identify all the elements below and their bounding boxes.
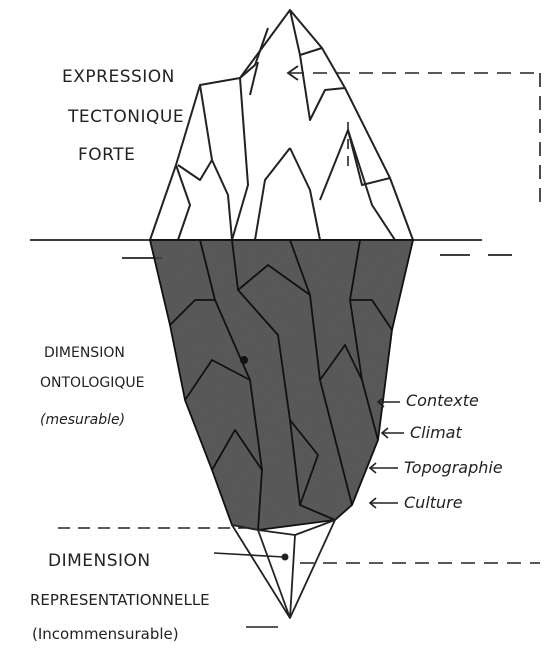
factor-label-contexte: Contexte	[406, 391, 479, 410]
label-middle-line-3: (mesurable)	[40, 412, 125, 428]
iceberg-above-water	[150, 10, 413, 240]
arrow-topographie	[370, 463, 398, 473]
label-middle-line-1: DIMENSION	[44, 345, 125, 361]
label-middle-line-2: ONTOLOGIQUE	[40, 375, 144, 391]
marker-dot-bottom	[282, 554, 289, 561]
label-bottom: DIMENSION REPRESENTATIONNELLE (Incommens…	[30, 551, 210, 643]
label-top: EXPRESSION TECTONIQUE FORTE	[62, 67, 184, 165]
label-top-line-1: EXPRESSION	[62, 67, 175, 87]
label-bottom-line-2: REPRESENTATIONNELLE	[30, 591, 210, 609]
factor-label-climat: Climat	[410, 423, 462, 442]
iceberg-submerged	[150, 240, 413, 530]
label-middle: DIMENSION ONTOLOGIQUE (mesurable)	[40, 345, 144, 428]
factor-label-topographie: Topographie	[404, 458, 503, 477]
label-bottom-line-3: (Incommensurable)	[32, 625, 179, 643]
dashed-leader-top	[290, 73, 540, 210]
factor-labels: Contexte Climat Topographie Culture	[404, 391, 503, 512]
label-top-line-2: TECTONIQUE	[67, 107, 184, 127]
arrow-contexte	[378, 397, 400, 407]
arrow-culture	[370, 498, 398, 508]
factor-label-culture: Culture	[404, 493, 463, 512]
iceberg-lower-point	[232, 520, 335, 618]
arrow-climat	[382, 428, 404, 438]
marker-dot-middle	[240, 356, 248, 364]
label-bottom-line-1: DIMENSION	[48, 551, 151, 571]
label-top-line-3: FORTE	[78, 145, 135, 165]
